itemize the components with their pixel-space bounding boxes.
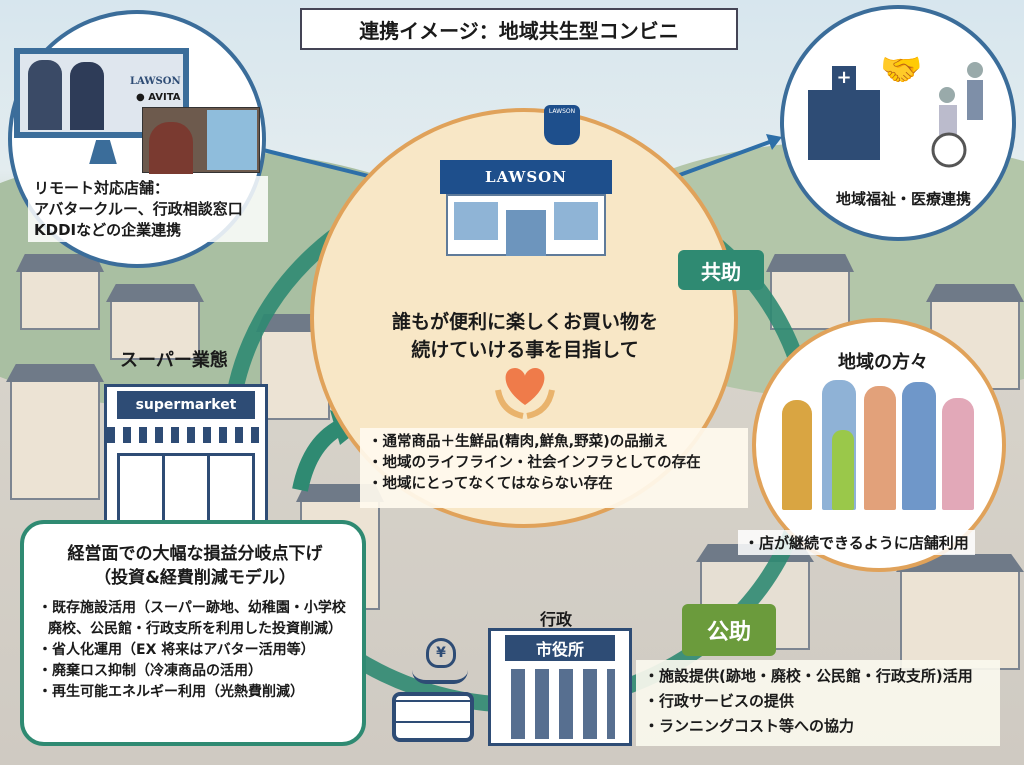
title-line: （投資&経費削減モデル）: [94, 568, 296, 588]
bullet-item: ・ランニングコスト等への協力: [644, 717, 855, 735]
remote-store-text: リモート対応店舗： アバタークルー、行政相談窓口 KDDIなどの企業連携: [28, 176, 268, 242]
center-headline: 誰もが便利に楽しくお買い物を 続けていける事を目指して: [340, 308, 710, 364]
government-label: 行政: [540, 610, 573, 629]
avita-text: AVITA: [148, 92, 181, 103]
bullet-item: ・廃棄ロス抑制（冷凍商品の活用）: [38, 663, 262, 679]
avita-logo: ● AVITA: [136, 92, 181, 103]
monitor-icon: LAWSON ● AVITA: [14, 48, 189, 138]
pole-sign-text: LAWSON: [548, 108, 576, 115]
family-illustration: [780, 380, 980, 520]
lawson-logo-text: LAWSON: [130, 76, 181, 87]
money-hand-icon: ¥: [412, 638, 468, 688]
background-house: [110, 300, 200, 360]
wheelchair-icon: [931, 62, 983, 168]
management-bullets: ・既存施設活用（スーパー跡地、幼稚園・小学校 廃校、公民館・行政支所を利用した投…: [38, 598, 352, 703]
bullet-item: 廃校、公民館・行政支所を利用した投資削減）: [48, 621, 342, 637]
background-house: [10, 380, 100, 500]
city-hall-illustration: 市役所: [488, 628, 632, 746]
bullet-item: ・通常商品＋生鮮品(精肉,鮮魚,野菜)の品揃え: [368, 434, 668, 450]
text-line: アバタークルー、行政相談窓口: [34, 200, 243, 218]
headline-line: 続けていける事を目指して: [411, 339, 639, 361]
bullet-item: ・再生可能エネルギー利用（光熱費削減）: [38, 684, 304, 700]
kyojo-badge: 共助: [678, 250, 764, 290]
lawson-store-illustration: LAWSON LAWSON: [440, 105, 612, 256]
heart-hands-icon: [495, 368, 555, 419]
headline-line: 誰もが便利に楽しくお買い物を: [391, 311, 658, 333]
residents-note: ・店が継続できるように店舗利用: [738, 530, 975, 555]
center-bullets: ・通常商品＋生鮮品(精肉,鮮魚,野菜)の品揃え ・地域のライフライン・社会インフ…: [360, 428, 748, 508]
background-house: [20, 270, 100, 330]
store-front: [446, 194, 606, 256]
bullet-item: ・省人化運用（EX 将来はアバター活用等）: [38, 642, 315, 658]
text-line: リモート対応店舗：: [34, 179, 170, 197]
avatar-kiosk-photo: [142, 107, 260, 174]
welfare-label: 地域福祉・医療連携: [836, 190, 972, 208]
supermarket-sign: supermarket: [117, 391, 255, 419]
bullet-item: ・既存施設活用（スーパー跡地、幼稚園・小学校: [38, 600, 346, 616]
supermarket-label: スーパー業態: [120, 350, 228, 371]
management-box: 経営面での大幅な損益分岐点下げ （投資&経費削減モデル） ・既存施設活用（スーパ…: [20, 520, 366, 746]
title-banner: 連携イメージ：地域共生型コンビニ: [300, 8, 738, 50]
residents-title: 地域の方々: [838, 352, 928, 373]
bullet-item: ・地域のライフライン・社会インフラとしての存在: [368, 455, 701, 471]
bus-icon: [392, 692, 474, 742]
text-line: KDDIなどの企業連携: [34, 221, 182, 239]
lawson-sign: LAWSON: [440, 160, 612, 194]
supermarket-illustration: supermarket: [104, 384, 268, 534]
page-title: 連携イメージ：地域共生型コンビニ: [359, 18, 679, 43]
kojo-badge: 公助: [682, 604, 776, 656]
lawson-pole-sign: LAWSON: [544, 105, 580, 145]
bullet-item: ・施設提供(跡地・廃校・公民館・行政支所)活用: [644, 667, 973, 685]
city-hall-sign: 市役所: [505, 635, 615, 661]
bullet-item: ・地域にとってなくてはならない存在: [368, 476, 613, 492]
title-line: 経営面での大幅な損益分岐点下げ: [67, 544, 323, 564]
kojo-bullets: ・施設提供(跡地・廃校・公民館・行政支所)活用 ・行政サービスの提供 ・ランニン…: [636, 660, 1000, 746]
bullet-item: ・行政サービスの提供: [644, 692, 795, 710]
management-title: 経営面での大幅な損益分岐点下げ （投資&経費削減モデル）: [38, 542, 352, 590]
handshake-icon: 🤝: [880, 50, 923, 90]
yen-symbol: ¥: [426, 638, 456, 668]
hospital-icon: +: [808, 66, 880, 160]
